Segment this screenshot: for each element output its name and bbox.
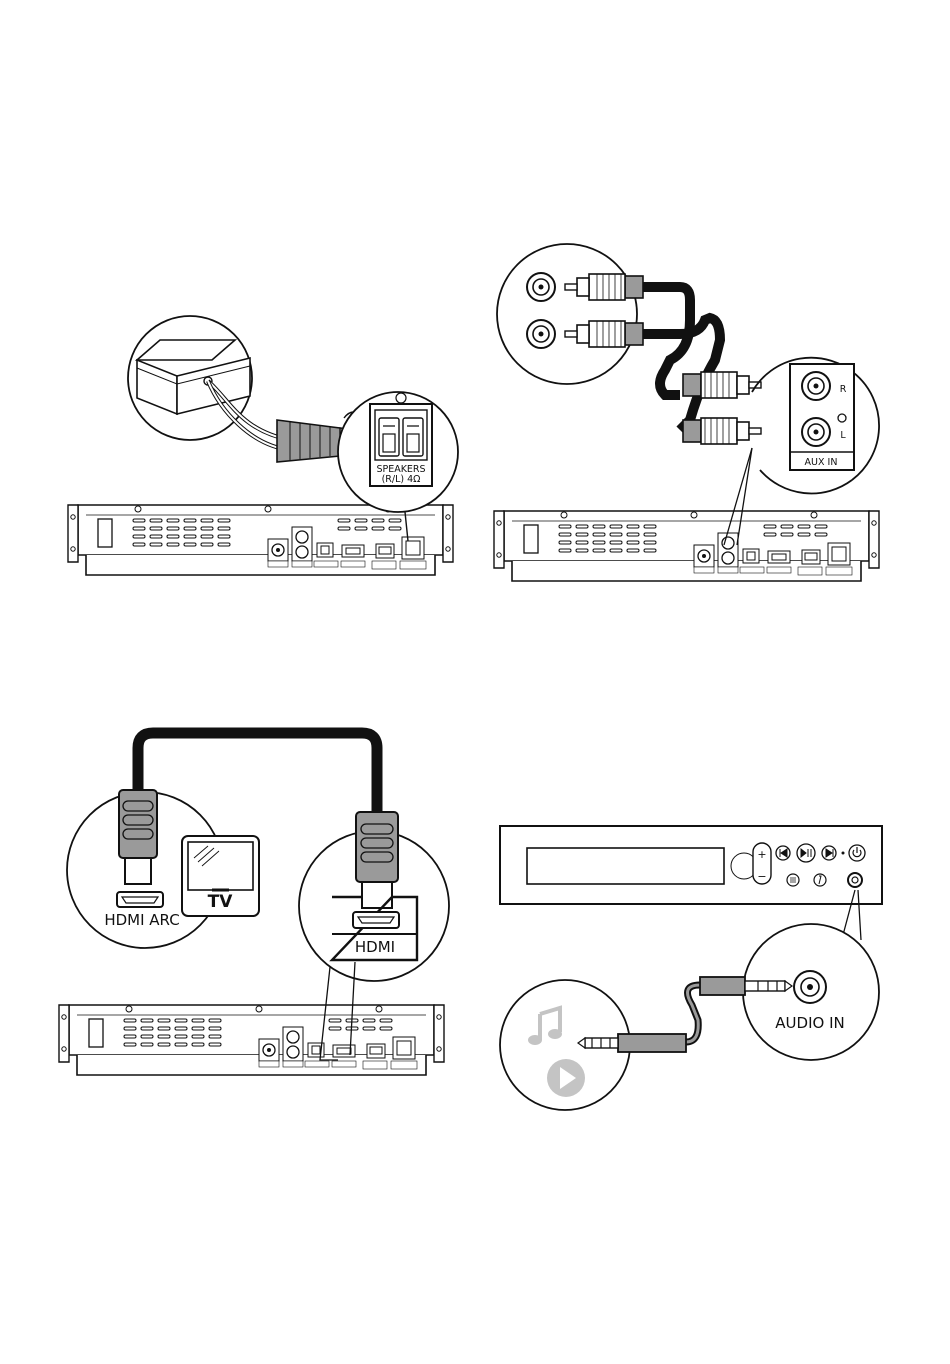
hdmi-plug-unit xyxy=(356,812,398,908)
panel-hdmi: HDMI ARC TV HDMI xyxy=(59,733,449,1075)
hdmi-arc-label: HDMI ARC xyxy=(104,911,179,929)
audio-in-socket xyxy=(794,971,826,1003)
rca-plug-aux-bottom xyxy=(683,418,761,444)
speaker-terminal: SPEAKERS (R/L) 4Ω xyxy=(370,404,432,486)
play-pause-icon xyxy=(797,844,815,862)
aux-in-label: AUX IN xyxy=(805,457,838,468)
panel-speakers: SPEAKERS (R/L) 4Ω xyxy=(68,316,458,575)
speakers-label-line2: (R/L) 4Ω xyxy=(382,474,421,485)
hdmi-plug-tv xyxy=(119,790,157,884)
rca-plug-source-bottom xyxy=(565,321,643,347)
rear-panel-unit xyxy=(59,1005,444,1075)
rca-plug-source-top xyxy=(565,274,643,300)
menu-icon xyxy=(787,874,799,886)
rca-plug-aux-top xyxy=(683,372,761,398)
aux-left-label: L xyxy=(840,430,846,441)
play-icon xyxy=(547,1059,585,1097)
next-track-icon xyxy=(822,846,836,860)
source-icon xyxy=(814,874,826,886)
audio-in-label: AUDIO IN xyxy=(775,1014,844,1032)
previous-track-icon xyxy=(776,846,790,860)
power-icon xyxy=(849,845,865,861)
hdmi-label: HDMI xyxy=(355,938,395,956)
svg-text:+: + xyxy=(757,848,766,861)
panel-audio-in: + − xyxy=(500,826,882,1110)
panel-aux-in: R L AUX IN xyxy=(494,244,879,581)
aux-right-label: R xyxy=(840,384,847,395)
source-zoom-circle xyxy=(497,244,637,384)
svg-text:−: − xyxy=(757,870,766,883)
aux-in-socket-panel: R L AUX IN xyxy=(790,364,854,470)
front-panel-unit: + − xyxy=(500,826,882,904)
rear-panel-unit xyxy=(68,505,453,575)
tv-label: TV xyxy=(208,892,234,912)
rear-panel-unit xyxy=(494,511,879,581)
hdmi-arc-socket xyxy=(117,892,163,907)
